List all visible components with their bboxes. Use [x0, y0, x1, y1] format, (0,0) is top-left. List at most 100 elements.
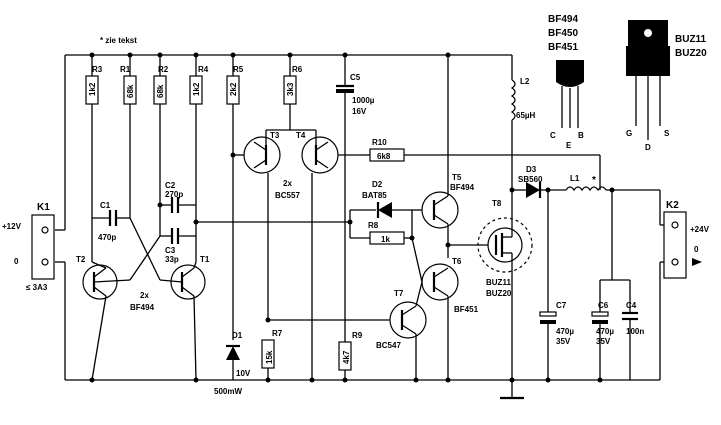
- capacitor-c5: C5 1000µ 16V: [336, 55, 375, 380]
- svg-text:C6: C6: [598, 301, 609, 310]
- svg-text:C3: C3: [165, 246, 176, 255]
- svg-text:15k: 15k: [265, 350, 274, 364]
- k2-zero-label: 0: [694, 245, 699, 254]
- svg-text:S: S: [664, 129, 670, 138]
- svg-text:*: *: [592, 175, 596, 186]
- svg-text:68k: 68k: [156, 84, 165, 98]
- package-to92: BF494 BF450 BF451 C B E: [548, 14, 584, 150]
- junction-dots: [89, 52, 615, 383]
- svg-text:T1: T1: [200, 255, 210, 264]
- svg-text:BF450: BF450: [548, 28, 578, 39]
- svg-text:C1: C1: [100, 201, 111, 210]
- svg-text:L2: L2: [520, 77, 530, 86]
- resistor-r1: R1 68k: [120, 55, 137, 218]
- svg-text:R7: R7: [272, 329, 283, 338]
- svg-text:L1: L1: [570, 174, 580, 183]
- k2-label: K2: [666, 200, 679, 211]
- resistor-r6: R6 3k3: [283, 55, 303, 130]
- capacitor-c2: C2 270p: [160, 181, 196, 213]
- svg-text:BF494: BF494: [450, 183, 475, 192]
- package-to220: BUZ11 BUZ20 G S D: [626, 20, 707, 152]
- svg-text:C4: C4: [626, 301, 637, 310]
- svg-text:E: E: [566, 141, 572, 150]
- svg-text:BUZ11: BUZ11: [486, 278, 511, 287]
- svg-text:C7: C7: [556, 301, 567, 310]
- resistor-r2: R2 68k: [153, 55, 169, 205]
- svg-text:R5: R5: [233, 65, 244, 74]
- resistor-r7: R7 15k: [261, 329, 283, 380]
- capacitor-c7: C7 470µ 35V: [539, 190, 574, 380]
- svg-text:R9: R9: [352, 331, 363, 340]
- resistor-r9: R9 4k7: [338, 331, 363, 371]
- svg-text:BC547: BC547: [376, 341, 401, 350]
- note-text: * zie tekst: [100, 36, 137, 45]
- svg-text:35V: 35V: [596, 337, 611, 346]
- capacitor-c1: C1 470p: [92, 201, 130, 242]
- transistor-t2: T2: [76, 255, 131, 381]
- svg-text:D: D: [645, 143, 651, 152]
- svg-text:470µ: 470µ: [556, 327, 574, 336]
- svg-text:270p: 270p: [165, 190, 183, 199]
- cross-wire-b: [129, 235, 161, 281]
- transistor-t4: T4: [296, 131, 360, 174]
- transistor-t1: T1: [159, 255, 210, 381]
- transistor-t7: T7 BC547: [268, 281, 427, 380]
- capacitor-c6: C6 470µ 35V: [591, 280, 614, 380]
- svg-text:SB560: SB560: [518, 175, 543, 184]
- svg-text:1k2: 1k2: [192, 82, 201, 96]
- k1-plus-label: +12V: [2, 222, 22, 231]
- resistor-r3: R3 1k2: [85, 55, 103, 262]
- svg-text:2k2: 2k2: [229, 82, 238, 96]
- svg-text:35V: 35V: [556, 337, 571, 346]
- svg-text:T3: T3: [270, 131, 280, 140]
- svg-text:BF451: BF451: [548, 42, 578, 53]
- svg-text:B: B: [578, 131, 584, 140]
- k1-label: K1: [37, 202, 50, 213]
- svg-text:470p: 470p: [98, 233, 116, 242]
- output-arrow-icon: [692, 258, 702, 266]
- svg-text:D1: D1: [232, 331, 243, 340]
- svg-text:6k8: 6k8: [377, 152, 391, 161]
- svg-text:BF451: BF451: [454, 305, 479, 314]
- svg-text:T2: T2: [76, 255, 86, 264]
- pair2-type: BC557: [275, 191, 300, 200]
- svg-text:1k: 1k: [381, 235, 390, 244]
- svg-text:R2: R2: [158, 65, 169, 74]
- svg-text:T8: T8: [492, 199, 502, 208]
- k2-plus-label: +24V: [690, 225, 710, 234]
- svg-text:C2: C2: [165, 181, 176, 190]
- diode-d3: D3 SB560: [512, 165, 566, 198]
- resistor-r8: R8 1k: [350, 221, 412, 245]
- svg-text:500mW: 500mW: [214, 387, 242, 396]
- svg-text:R3: R3: [92, 65, 103, 74]
- svg-text:33p: 33p: [165, 255, 179, 264]
- svg-text:BF494: BF494: [548, 14, 578, 25]
- svg-text:R1: R1: [120, 65, 131, 74]
- svg-text:T4: T4: [296, 131, 306, 140]
- svg-text:R10: R10: [372, 138, 387, 147]
- svg-text:R8: R8: [368, 221, 379, 230]
- svg-text:1000µ: 1000µ: [352, 96, 375, 105]
- svg-text:D2: D2: [372, 180, 383, 189]
- inductor-l1: L1 *: [565, 174, 661, 225]
- ground-symbol-icon: [500, 380, 524, 400]
- diode-d2: D2 BAT85: [350, 180, 412, 218]
- transistor-t5: T5 BF494: [421, 55, 475, 258]
- svg-text:1k2: 1k2: [88, 82, 97, 96]
- svg-text:65µH: 65µH: [516, 111, 536, 120]
- svg-text:3k3: 3k3: [286, 82, 295, 96]
- svg-text:D3: D3: [526, 165, 537, 174]
- capacitor-c3: C3 33p: [160, 228, 196, 264]
- svg-text:470µ: 470µ: [596, 327, 614, 336]
- resistor-r4: R4 1k2: [189, 55, 209, 262]
- pair1-type: BF494: [130, 303, 155, 312]
- svg-text:4k7: 4k7: [342, 350, 351, 364]
- resistor-r10: R10 6k8: [360, 138, 601, 190]
- svg-text:BAT85: BAT85: [362, 191, 387, 200]
- svg-text:R6: R6: [292, 65, 303, 74]
- svg-text:68k: 68k: [126, 84, 135, 98]
- pair2-count: 2x: [283, 179, 292, 188]
- transistor-t3: T3: [233, 131, 281, 174]
- pair1-count: 2x: [140, 291, 149, 300]
